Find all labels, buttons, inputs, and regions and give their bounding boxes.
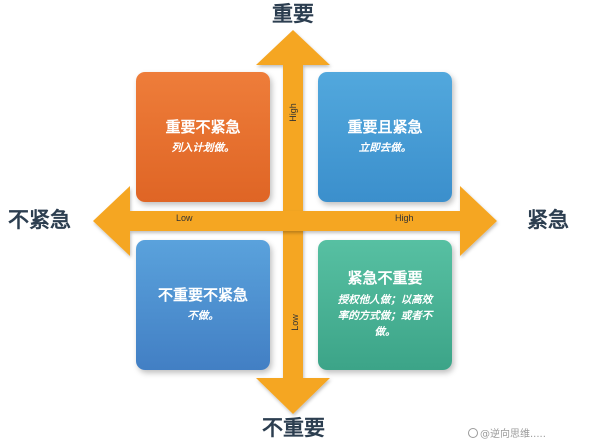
quadrant-action: 不做。 xyxy=(187,310,219,323)
circle-logo-icon xyxy=(468,428,478,438)
axis-label-not-urgent: 不紧急 xyxy=(8,208,71,232)
quadrant-title: 重要不紧急 xyxy=(165,117,241,136)
vertical-low-tick: Low xyxy=(289,314,300,331)
quadrant-important-urgent: 重要且紧急 立即去做。 xyxy=(318,72,452,202)
watermark: @逆向思维..... xyxy=(468,425,546,440)
quadrant-action: 立即去做。 xyxy=(358,142,412,155)
axis-label-urgent: 紧急 xyxy=(527,208,569,232)
quadrant-urgent-not-important: 紧急不重要 授权他人做；以高效率的方式做；或者不做。 xyxy=(318,240,452,370)
quadrant-not-important-not-urgent: 不重要不紧急 不做。 xyxy=(136,240,270,370)
quadrant-title: 不重要不紧急 xyxy=(157,285,248,304)
quadrant-action: 列入计划做。 xyxy=(171,142,235,155)
quadrant-title: 紧急不重要 xyxy=(347,269,423,288)
quadrant-title: 重要且紧急 xyxy=(347,117,423,136)
quadrant-action: 授权他人做；以高效率的方式做；或者不做。 xyxy=(337,293,433,339)
horizontal-axis-arrow xyxy=(93,186,497,256)
vertical-high-tick: High xyxy=(287,103,298,122)
axis-label-not-important: 不重要 xyxy=(262,416,325,440)
horizontal-low-tick: Low xyxy=(176,213,193,223)
quadrant-important-not-urgent: 重要不紧急 列入计划做。 xyxy=(136,72,270,202)
axis-label-important: 重要 xyxy=(272,2,314,26)
horizontal-high-tick: High xyxy=(395,213,414,223)
watermark-text: @逆向思维..... xyxy=(480,429,546,440)
